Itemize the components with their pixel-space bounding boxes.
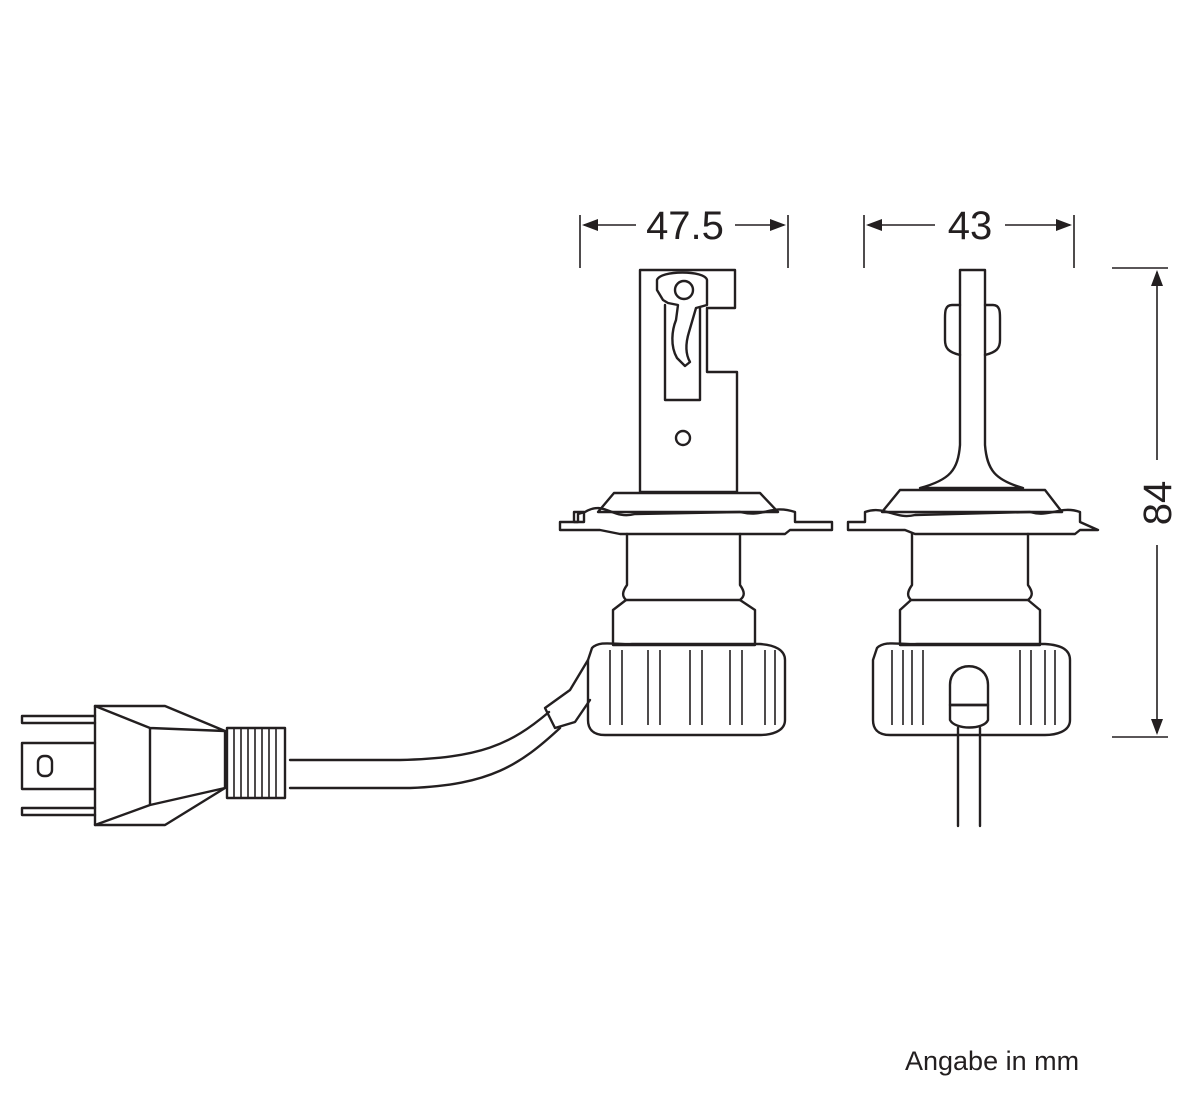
front-collar [596,491,780,514]
connector-housing-detail [93,704,227,827]
side-body-lower [898,598,1042,647]
front-blade-top-hole [673,279,695,301]
side-heatsink-cap [871,642,1072,737]
front-body-lower [611,598,757,647]
arrow-left [582,219,598,231]
dimension-width-front: 47.5 [579,204,789,268]
front-blade [638,268,739,494]
connector [20,704,287,827]
arrow-right [770,219,786,231]
connector-pin-middle [20,741,97,791]
connector-grip-ribs [233,728,277,798]
side-cable-outlet [948,665,990,707]
front-heatsink-cap [586,642,787,737]
dimension-width-side: 43 [863,204,1075,268]
side-cable-boot [948,703,990,729]
dimension-label-width-front: 47.5 [646,204,724,248]
front-heatsink-ribs [609,650,776,725]
unit-note: Angabe in mm [905,1046,1080,1076]
front-strain-relief [543,658,592,730]
connector-pin-top [20,714,97,725]
arrow-right [1056,219,1072,231]
arrow-down [1151,719,1163,735]
arrow-up [1151,270,1163,286]
side-blade-clip [943,303,1002,357]
side-collar [880,488,1064,514]
side-view [846,268,1100,828]
dimension-label-width-side: 43 [948,204,993,248]
connector-grip [225,726,287,800]
dimension-label-height: 84 [1136,481,1180,526]
dimension-height: 84 [1112,267,1180,738]
connector-pin-middle-hole [36,754,54,778]
front-body [621,532,745,602]
front-blade-clip [655,271,709,368]
side-flange [846,508,1100,536]
side-cable [956,726,982,828]
side-blade [918,268,1025,490]
side-heatsink-ribs [891,650,1056,725]
front-flange-tab [572,510,586,524]
connector-pin-bottom [20,806,97,817]
arrow-left [866,219,882,231]
cable [288,710,562,790]
front-view [543,268,834,737]
front-blade-lower-hole [674,429,692,447]
front-flange [558,506,834,536]
connector-housing [93,704,227,827]
side-body [906,532,1033,602]
front-blade-slot [663,303,702,402]
